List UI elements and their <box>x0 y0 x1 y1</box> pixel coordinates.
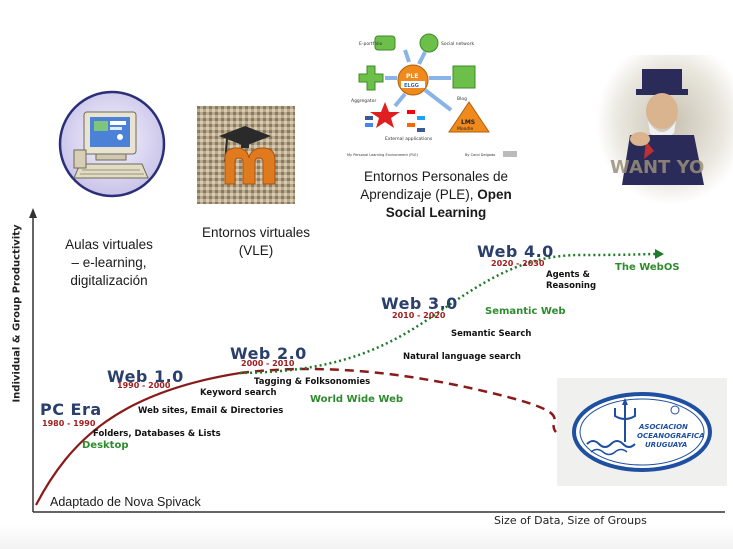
ple-label-aggregator: Aggregator <box>351 98 376 104</box>
y-axis-arrow-icon <box>29 208 37 218</box>
computer-illustration <box>58 90 166 198</box>
ple-label-elgg: ELGG <box>404 83 419 89</box>
caption-ple: Entornos Personales de Aprendizaje (PLE)… <box>336 168 536 222</box>
caption-aulas-virtuales: Aulas virtuales – e-learning, digitaliza… <box>50 236 168 290</box>
caption-vle-line1: Entornos virtuales <box>201 225 311 240</box>
era-pc-title: PC Era <box>40 400 102 419</box>
caption-ple-line3-bold: Social Learning <box>385 205 487 220</box>
caption-vle-line2: (VLE) <box>238 243 274 258</box>
ple-footer-left: My Personal Learning Environment (PLE) <box>347 153 419 157</box>
tech-websites: Web sites, Email & Directories <box>138 406 284 416</box>
era-web2-title: Web 2.0 <box>230 344 307 363</box>
ple-label-eportfolio: E-portfolio <box>359 41 383 47</box>
caption-vle: Entornos virtuales (VLE) <box>190 224 322 260</box>
ple-footer-right: By Carol Delgado <box>465 153 495 157</box>
tech-agents-line1: Agents & <box>546 270 590 280</box>
caption-aulas-line2: – e-learning, <box>71 255 147 270</box>
tech-agents-line2: Reasoning <box>546 281 597 291</box>
tech-agents: Agents & Reasoning <box>546 270 596 292</box>
credit-text: Adaptado de Nova Spivack <box>50 495 201 509</box>
era-web4-title: Web 4.0 <box>477 242 554 261</box>
platform-webos: The WebOS <box>615 262 680 273</box>
curve-red-dashed <box>239 367 558 433</box>
ple-label-lms: LMS <box>461 119 475 126</box>
tech-tagging: Tagging & Folksonomies <box>254 377 371 387</box>
logo-line1: ASOCIACION <box>638 423 688 431</box>
asociacion-logo: ASOCIACION OCEANOGRAFICA URUGUAYA <box>557 378 727 486</box>
ple-label-external: External applications <box>385 136 433 142</box>
ple-label-ple: PLE <box>406 73 418 80</box>
caption-ple-line2: Aprendizaje (PLE), Open <box>336 186 536 204</box>
ple-diagram: E-portfolio Social network Aggregator Bl… <box>345 28 525 163</box>
uncle-sam-poster-image: WANT YO <box>596 55 733 205</box>
caption-ple-line1: Entornos Personales de <box>363 169 509 184</box>
tech-semsearch: Semantic Search <box>451 329 532 339</box>
era-web3-title: Web 3.0 <box>381 294 458 313</box>
tech-keyword: Keyword search <box>200 388 277 398</box>
platform-desktop: Desktop <box>82 440 129 451</box>
curve-arrow-icon <box>655 249 664 259</box>
era-pc-years: 1980 - 1990 <box>42 419 96 428</box>
moodle-logo-image <box>197 106 295 204</box>
ple-label-moodle: Moodle <box>457 126 473 132</box>
era-web3-years: 2010 - 2020 <box>392 311 446 320</box>
bottom-band <box>0 525 733 549</box>
caption-ple-line2-normal: Aprendizaje (PLE), <box>360 187 478 202</box>
ple-label-social: Social network <box>441 41 474 47</box>
caption-ple-line3: Social Learning <box>336 204 536 222</box>
tech-folders: Folders, Databases & Lists <box>93 429 221 439</box>
logo-line3: URUGUAYA <box>645 441 687 449</box>
curve-green-dotted <box>239 252 661 375</box>
era-web1-title: Web 1.0 <box>107 367 184 386</box>
era-web4-years: 2020 - 2030 <box>491 259 545 268</box>
platform-semweb: Semantic Web <box>485 306 566 317</box>
tech-nls: Natural language search <box>403 352 521 362</box>
caption-aulas-line1: Aulas virtuales <box>65 237 153 252</box>
ple-label-blog: Blog <box>457 96 467 102</box>
caption-aulas-line3: digitalización <box>70 273 148 288</box>
curve-red-solid <box>35 371 241 506</box>
y-axis-label: Individual & Group Productivity <box>11 224 23 403</box>
logo-line2: OCEANOGRAFICA <box>637 432 705 440</box>
poster-text: WANT YO <box>610 157 704 178</box>
x-axis-label: Size of Data, Size of Groups <box>494 514 647 527</box>
era-web2-years: 2000 - 2010 <box>241 359 295 368</box>
era-web1-years: 1990 - 2000 <box>117 381 171 390</box>
platform-www: World Wide Web <box>310 394 404 405</box>
caption-ple-line2-bold: Open <box>477 187 512 202</box>
